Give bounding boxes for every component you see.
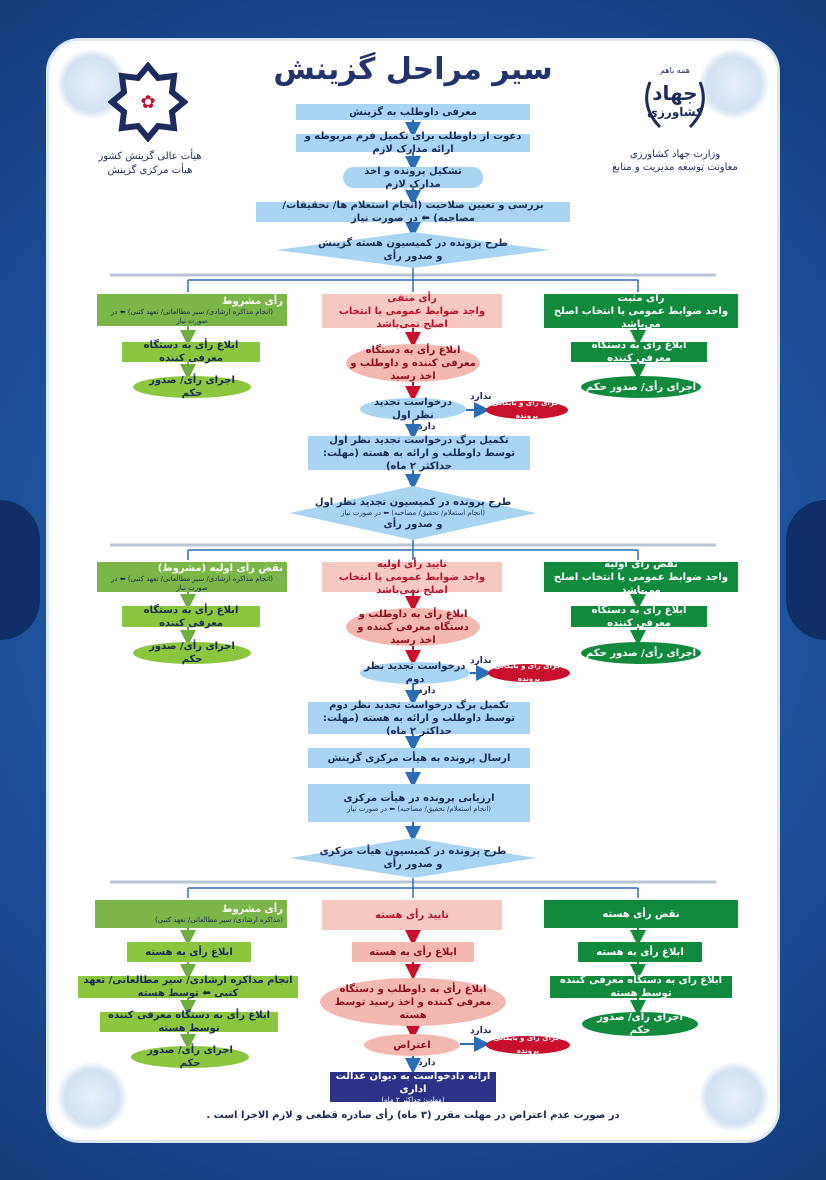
form-subtitle: توسط داوطلب و ارائه به هسته (مهلت: حداکث…	[322, 712, 516, 737]
header-subtitle: (انجام مذاکره ارشادی/ سیر مطالعاتی/ تعهد…	[111, 574, 273, 592]
execute-vote: اجرای رأی/ صدور حکم	[582, 1012, 698, 1036]
form-subtitle: (مهلت: حداکثر ۲ ماه)	[381, 1095, 445, 1104]
header-subtitle: واجد ضوابط عمومی یا انتخاب اصلح می‌باشد	[553, 571, 729, 596]
execute-vote: اجرای رأی/ صدور حکم	[133, 641, 251, 665]
footer-note: در صورت عدم اعتراض در مهلت مقرر (۳ ماه) …	[206, 1110, 620, 1121]
positive-vote-header: رأی مثبت واجد ضوابط عمومی یا انتخاب اصلح…	[544, 292, 738, 330]
decision-subtitle: و صدور رأی	[383, 251, 443, 262]
reverse-core-header: نقض رأی هسته	[544, 900, 738, 928]
header-title: رأی مشروط	[221, 295, 283, 307]
corner-ornament	[699, 1062, 769, 1132]
decision-subtitle: و صدور رأی	[383, 859, 443, 870]
page-title: سیر مراحل گزینش	[273, 52, 553, 87]
step-invite-candidate: دعوت از داوطلب برای تکمیل فرم مربوطه و ا…	[296, 131, 530, 155]
logo-name: جهاد	[652, 81, 698, 105]
ministry-name: وزارت جهاد کشاورزی	[629, 149, 721, 160]
corner-ornament	[699, 49, 769, 119]
notify-core: ابلاغ رأی به هسته	[352, 942, 474, 962]
decision-central-commission: طرح پرونده در کمیسیون هیأت مرکزی و صدور ر…	[290, 838, 536, 878]
objection: اعتراض	[364, 1034, 460, 1056]
header-title: رأی منفی	[387, 292, 437, 304]
central-board-evaluation: ارزیابی پرونده در هیأت مرکزی (انجام استع…	[308, 784, 530, 822]
header-subtitle: واجد ضوابط عمومی یا انتخاب اصلح نمی‌باشد	[338, 305, 486, 330]
central-conditional-header: رأی مشروط (مذاکره ارشادی/ سیر مطالعاتی/ …	[95, 900, 287, 928]
negative-vote-header: رأی منفی واجد ضوابط عمومی یا انتخاب اصلح…	[322, 292, 502, 330]
header-title: رأی مشروط	[221, 904, 283, 915]
notify-introducer: ابلاغ رأی به دستگاه معرفی کننده	[571, 605, 707, 629]
header-subtitle: واجد ضوابط عمومی یا انتخاب اصلح می‌باشد	[553, 305, 729, 330]
header-subtitle: واجد ضوابط عمومی یا انتخاب اصلح نمی‌باشد	[338, 571, 486, 596]
form-title: تکمیل برگ درخواست تجدید نظر اول	[329, 434, 509, 446]
first-appeal-form: تکمیل برگ درخواست تجدید نظر اول توسط داو…	[308, 434, 530, 472]
form-title: ارائه دادخواست به دیوان عدالت اداری	[335, 1070, 491, 1095]
step-review-eligibility: بررسی و تعیین صلاحیت (انجام استعلام ها/ …	[256, 200, 570, 224]
board-name: هیأت عالی گزینش کشور	[98, 151, 202, 162]
second-appeal-request: درخواست تجدید نظر دوم	[360, 661, 470, 685]
first-appeal-request: درخواست تجدید نظر اول	[360, 397, 466, 421]
header-title: تایید رأی اولیه	[377, 558, 447, 570]
notify-core: ابلاغ رأی به هسته	[578, 942, 702, 962]
form-note: (انجام استعلام/ تحقیق/ مصاحبه) ⬅ در صورت…	[347, 805, 492, 813]
decision-title: طرح پرونده در کمیسیون هیأت مرکزی	[319, 846, 507, 857]
execute-vote: اجرای رأی/ صدور حکم	[581, 642, 701, 664]
jahad-logo: همه باهم جهاد کشاورزی	[630, 62, 720, 142]
notify-introducer-by-core: ابلاغ رأی به دستگاه معرفی کننده توسط هست…	[550, 975, 732, 999]
yes-label: دارد	[418, 422, 436, 432]
central-board-name: هیأت مرکزی گزینش	[107, 165, 193, 176]
logo-slogan: همه باهم	[660, 66, 690, 75]
administrative-court-petition: ارائه دادخواست به دیوان عدالت اداری (مهل…	[330, 1070, 496, 1104]
notify-introducer-by-core: ابلاغ رأی به دستگاه معرفی کننده توسط هست…	[100, 1010, 278, 1034]
notify-candidate: ابلاغ رأی به داوطلب و دستگاه معرفی کننده…	[320, 978, 506, 1026]
confirm-core-header: تایید رأی هسته	[322, 900, 502, 930]
right-ornament	[786, 500, 826, 640]
notify-core: ابلاغ رأی به هسته	[127, 942, 251, 962]
decision-core-commission: طرح پرونده در کمیسیون هسته گزینش و صدور ر…	[276, 232, 550, 268]
logo-name-2: کشاورزی	[647, 105, 703, 119]
yes-label: دارد	[418, 686, 436, 696]
conditional-reversal-header: نقض رأی اولیه (مشروط) (انجام مذاکره ارشا…	[97, 562, 287, 592]
selection-board-logo: ✿	[107, 61, 189, 143]
form-title: ارزیابی پرونده در هیأت مرکزی	[343, 793, 495, 804]
header-title: نقض رأی اولیه	[604, 558, 678, 570]
archive-file: اجرای رأی و بایگانی پرونده	[488, 662, 570, 683]
second-appeal-form: تکمیل برگ درخواست تجدید نظر دوم توسط داو…	[308, 699, 530, 737]
execute-vote: اجرای رأی/ صدور حکم	[133, 375, 251, 399]
decision-title: طرح پرونده در کمیسیون هسته گزینش	[318, 238, 508, 249]
execute-vote: اجرای رأی/ صدور حکم	[581, 376, 701, 398]
notify-candidate: ابلاغ رأی به دستگاه معرفی کننده و داوطلب…	[346, 344, 480, 382]
header-title: رأی مثبت	[617, 292, 665, 304]
notify-candidate: ابلاغ رأی به داوطلب و دستگاه معرفی کننده…	[346, 608, 480, 646]
step-create-file: تشکیل پرونده و اخذ مدارک لازم	[343, 166, 483, 190]
execute-vote: اجرای رأی/ صدور حکم	[131, 1045, 249, 1069]
notify-introducer: ابلاغ رأی به دستگاه معرفی کننده	[571, 340, 707, 364]
conditional-vote-header: رأی مشروط (انجام مذاکره ارشادی/ سیر مطال…	[97, 294, 287, 326]
no-label: ندارد	[470, 1026, 492, 1036]
send-to-central-board: ارسال پرونده به هیأت مرکزی گزینش	[308, 748, 530, 768]
left-ornament	[0, 500, 40, 640]
confirm-initial-header: تایید رأی اولیه واجد ضوابط عمومی یا انتخ…	[322, 559, 502, 596]
header-subtitle: (مذاکره ارشادی/ سیر مطالعاتی/ تعهد کتبی)	[155, 916, 283, 924]
no-label: ندارد	[470, 656, 492, 666]
corner-ornament	[57, 1062, 127, 1132]
decision-subtitle: و صدور رأی	[383, 518, 443, 530]
no-label: ندارد	[470, 392, 492, 402]
svg-text:✿: ✿	[140, 92, 155, 113]
header-subtitle: (انجام مذاکره ارشادی/ سیر مطالعاتی/ تعهد…	[111, 307, 273, 325]
notify-introducer: ابلاغ رأی به دستگاه معرفی کننده	[122, 605, 260, 629]
archive-file: اجرای رأی و بایگانی پرونده	[486, 399, 568, 420]
yes-label: دارد	[418, 1058, 436, 1068]
decision-title: طرح پرونده در کمیسیون تجدید نظر اول	[314, 496, 512, 508]
form-subtitle: توسط داوطلب و ارائه به هسته (مهلت: حداکث…	[322, 447, 516, 472]
notify-introducer: ابلاغ رأی به دستگاه معرفی کننده	[122, 340, 260, 364]
reversal-header: نقض رأی اولیه واجد ضوابط عمومی یا انتخاب…	[544, 559, 738, 596]
decision-note: (انجام استعلام/ تحقیق/ مصاحبه) ⬅ در صورت…	[341, 508, 486, 517]
step-introduce-candidate: معرفی داوطلب به گزینش	[296, 104, 530, 120]
header-title: نقض رأی اولیه (مشروط)	[157, 562, 283, 574]
archive-file: اجرای رأی و بایگانی پرونده	[486, 1034, 570, 1055]
decision-first-appeal-commission: طرح پرونده در کمیسیون تجدید نظر اول(انجا…	[290, 486, 536, 540]
form-title: تکمیل برگ درخواست تجدید نظر دوم	[329, 699, 509, 711]
guidance-by-core: انجام مذاکره ارشادی/ سیر مطالعاتی/ تعهد …	[78, 975, 298, 999]
deputy-name: معاونت توسعه مدیریت و منابع	[612, 162, 738, 173]
